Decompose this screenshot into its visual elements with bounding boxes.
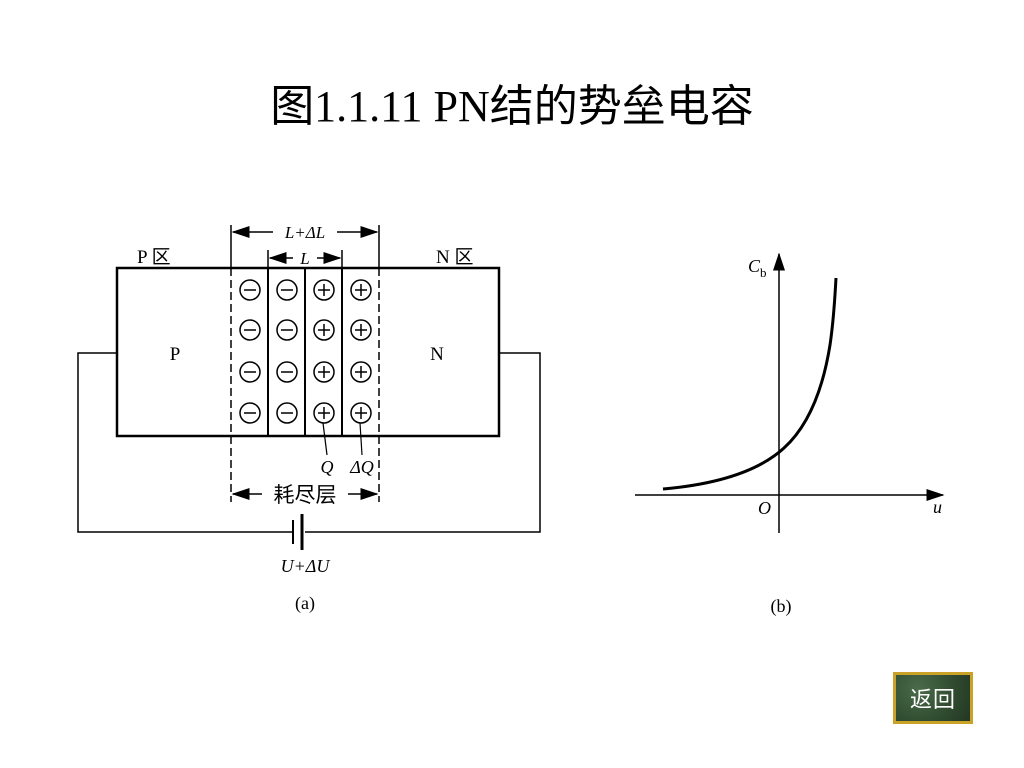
junction-block [115,266,501,438]
positive-ion-icon [350,361,372,383]
capacitance-curve [662,277,838,491]
positive-ion-icon [350,319,372,341]
wire-right [305,352,541,533]
caption-b: (b) [771,596,792,617]
ion-grid [239,279,372,424]
negative-ion-icon [239,402,261,424]
negative-ion-icon [276,361,298,383]
diagram-a: L+ΔL L P 区 N 区 P N Q ΔQ 耗尽层 U+ΔU (a) [77,223,541,614]
depletion-label: 耗尽层 [274,483,337,507]
positive-ion-icon [313,402,335,424]
caption-a: (a) [295,593,315,614]
n-region-label: N 区 [436,247,473,268]
negative-ion-icon [276,319,298,341]
n-label: N [430,344,444,365]
positive-ion-icon [313,361,335,383]
dq-label: ΔQ [349,457,374,477]
return-button[interactable]: 返回 [893,672,973,724]
width-label: L [299,249,309,268]
negative-ion-icon [239,361,261,383]
positive-ion-icon [313,319,335,341]
width-total-label: L+ΔL [284,223,325,242]
positive-ion-icon [350,279,372,301]
wire-left [77,352,293,533]
negative-ion-icon [276,402,298,424]
p-region-label: P 区 [137,247,171,268]
return-button-label: 返回 [909,688,956,713]
dq-leader [359,422,363,456]
diagram-b: Cb u O (b) [635,252,945,617]
positive-ion-icon [350,402,372,424]
origin-label: O [758,498,771,518]
negative-ion-icon [239,319,261,341]
x-axis-label: u [933,497,942,517]
y-axis-label: Cb [748,256,767,280]
positive-ion-icon [313,279,335,301]
page-title: 图1.1.11 PN结的势垒电容 [270,82,754,131]
negative-ion-icon [239,279,261,301]
q-leader [322,422,328,456]
p-label: P [170,344,181,365]
q-label: Q [321,457,334,477]
voltage-label: U+ΔU [281,556,331,576]
negative-ion-icon [276,279,298,301]
